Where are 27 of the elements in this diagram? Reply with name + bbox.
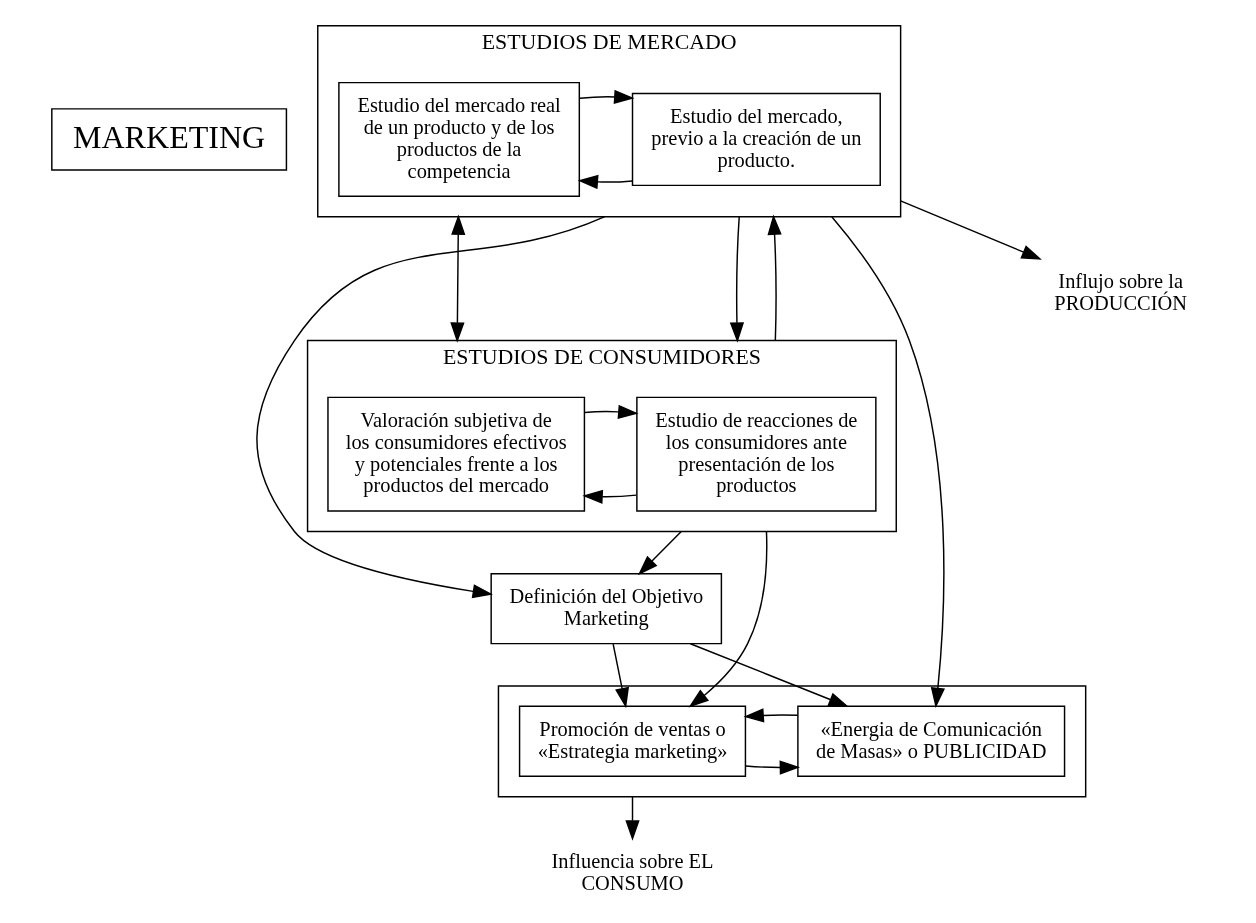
node-box: Valoración subjetiva de los consumidores efectivos y potenciales frente a los productos del mercado bbox=[326, 396, 585, 512]
node-box: Estudio del mercado, previo a la creación de un producto. bbox=[631, 92, 881, 187]
node-text: Influjo sobre la PRODUCCIÓN bbox=[1053, 270, 1187, 315]
arrow bbox=[689, 642, 849, 707]
arrow bbox=[743, 708, 799, 723]
node-box: Estudio del mercado real de un producto y de los productos de la competencia bbox=[337, 81, 580, 198]
arrow bbox=[899, 200, 1042, 260]
node-box: Definición del Objetivo Marketing bbox=[489, 572, 722, 645]
node-box: «Energia de Comunicación de Masas» o PUBLICIDAD bbox=[796, 705, 1065, 777]
arrow bbox=[581, 489, 637, 504]
node-text: Influencia sobre EL CONSUMO bbox=[551, 850, 713, 895]
arrow bbox=[577, 174, 633, 190]
arrow bbox=[744, 760, 800, 775]
arrow bbox=[583, 404, 638, 419]
arrow bbox=[688, 530, 767, 708]
node-box: Promoción de ventas o «Estrategia marketing» bbox=[518, 705, 746, 777]
arrow bbox=[637, 530, 682, 576]
arrow bbox=[611, 643, 629, 709]
arrow bbox=[578, 89, 634, 105]
arrow bbox=[766, 214, 782, 342]
arrow bbox=[830, 215, 945, 709]
arrow bbox=[255, 215, 606, 599]
node-box: MARKETING bbox=[50, 108, 287, 171]
arrow bbox=[624, 795, 640, 841]
arrow bbox=[729, 215, 744, 343]
node-box: Estudio de reacciones de los consumidores ante presentación de los productos bbox=[635, 396, 877, 512]
arrow bbox=[449, 214, 465, 343]
